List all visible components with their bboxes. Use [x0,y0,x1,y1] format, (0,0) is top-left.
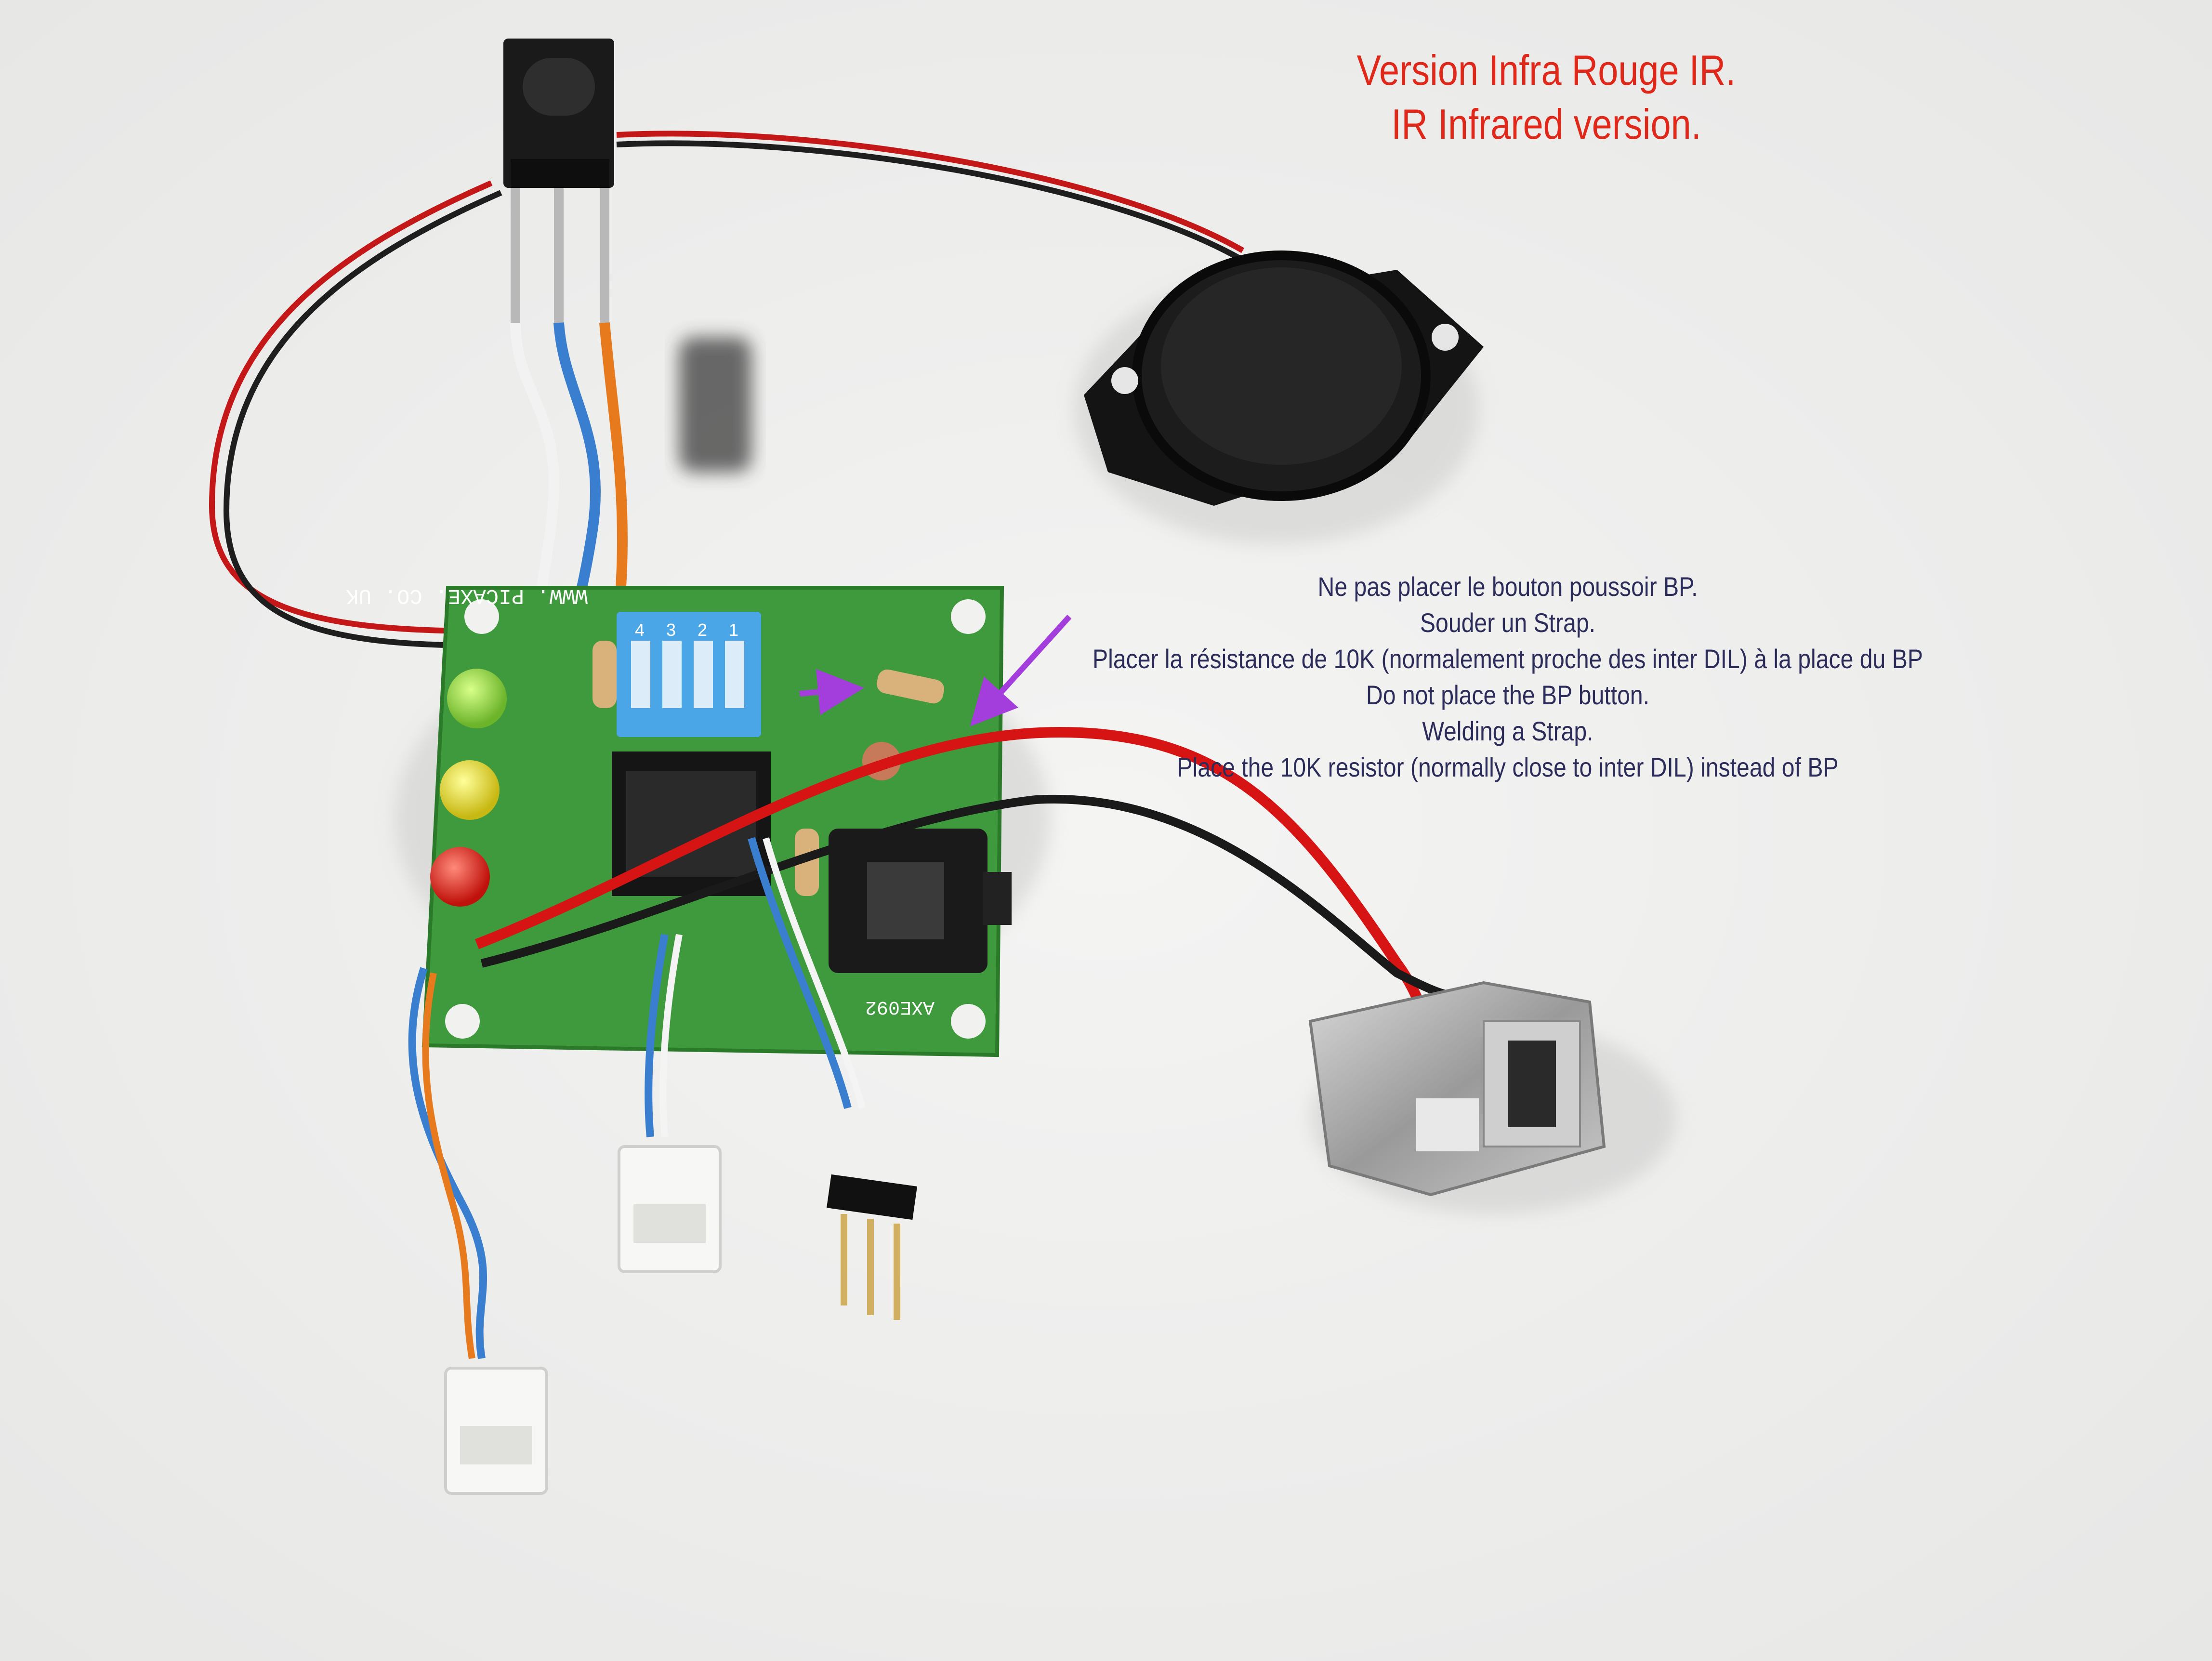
dip-label-1: 1 [729,620,738,640]
wire-red-buzzer [209,180,493,634]
piezo-buzzer [1084,250,1484,506]
instruction-line-6: Place the 10K resistor (normally close t… [1177,752,1839,782]
version-caption-fr: Version Infra Rouge IR. [1356,46,1736,94]
dip-label-4: 4 [635,620,645,640]
dip-label-3: 3 [666,620,676,640]
usb-connector [1308,981,1606,1197]
wire-black-buzzer [223,190,502,648]
instruction-line-1: Ne pas placer le bouton poussoir BP. [1317,571,1698,602]
dip-label-2: 2 [698,620,707,640]
version-caption: Version Infra Rouge IR. IR Infrared vers… [1318,43,1774,151]
wire-black-buzzer-top [616,140,1244,263]
purple-arrow-1 [799,669,864,715]
ir-receiver [503,39,614,323]
white-connector-mid [618,1145,722,1273]
pcb-url-silkscreen: WWW. PICAXE. CO. UK [346,583,588,607]
wire-left-bundle [408,967,487,1359]
wire-red-buzzer-top [616,131,1244,253]
instructions-caption: Ne pas placer le bouton poussoir BP. Sou… [998,568,2017,785]
instruction-line-3: Placer la résistance de 10K (normalement… [1093,644,1923,674]
instruction-line-2: Souder un Strap. [1420,607,1596,638]
version-caption-en: IR Infrared version. [1391,100,1701,148]
wire-mid-white [659,934,683,1137]
pcb-model-silkscreen: AXE092 [865,996,935,1017]
pcb: WWW. PICAXE. CO. UK AXE092 4 3 2 1 [346,583,1012,1057]
wire-red-usb [474,726,1446,1099]
wire-right-white [763,837,866,1109]
blurred-object [679,337,751,472]
wire-black-usb [480,794,1476,1001]
white-connector-left [444,1367,548,1495]
wire-right-bundle [748,837,852,1109]
pin-header [827,1174,917,1320]
purple-arrow-2 [970,614,1072,726]
wire-mid-bundle [645,934,669,1137]
instruction-line-4: Do not place the BP button. [1366,680,1650,710]
instruction-line-5: Welding a Strap. [1422,716,1593,746]
wire-left-orange [422,972,475,1359]
